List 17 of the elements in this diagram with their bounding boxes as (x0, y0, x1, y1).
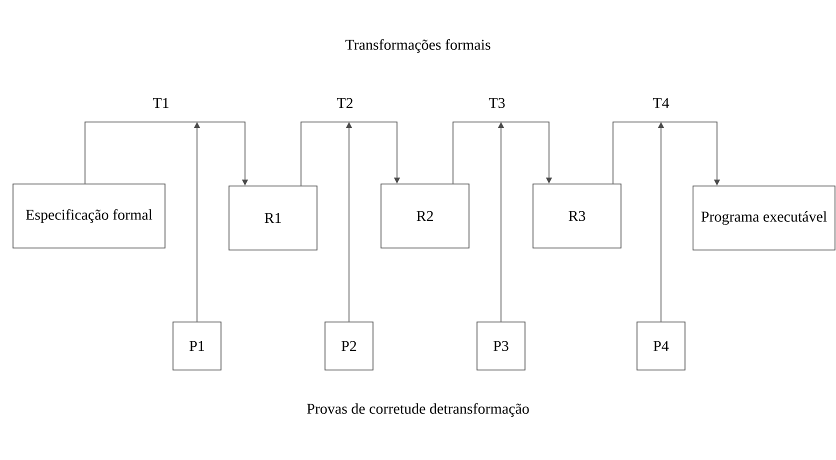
arrow (300, 122, 400, 186)
process-box: Especificação formal (12, 184, 166, 248)
process-box: R2 (380, 184, 470, 248)
title: Transformações formais (345, 39, 490, 53)
process-box: Programa executável (692, 186, 836, 250)
edge-label: T1 (152, 98, 168, 108)
edge-label: T4 (652, 98, 670, 108)
caption: Provas de corretude detransformação (307, 403, 529, 417)
edge-label: T2 (336, 98, 352, 108)
proof-box: P3 (476, 322, 526, 370)
process-box: R3 (532, 184, 622, 248)
proof-box: P1 (172, 322, 222, 370)
proof-box: P4 (636, 322, 686, 370)
edge-label: T3 (488, 98, 505, 108)
proof-box: P2 (324, 322, 374, 370)
arrow (452, 122, 552, 184)
process-box: R1 (228, 186, 318, 250)
